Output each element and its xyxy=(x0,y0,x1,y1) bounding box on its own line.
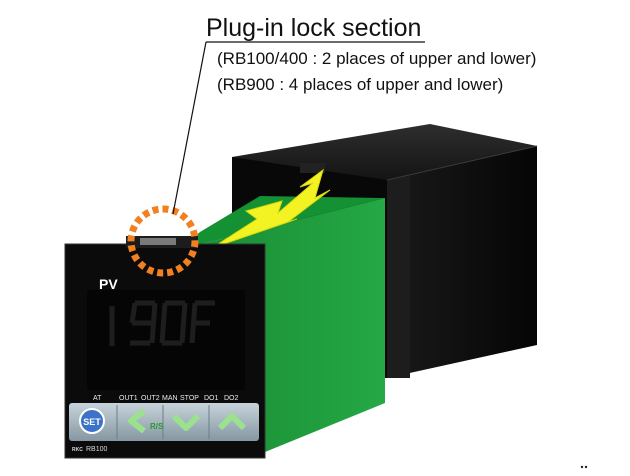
indicator-at: AT xyxy=(93,395,102,402)
down-key[interactable] xyxy=(171,413,201,431)
indicator-labels: AT OUT1 OUT2 MAN STOP DO1 DO2 xyxy=(93,395,239,402)
pv-display xyxy=(109,300,215,346)
callout-leader xyxy=(172,41,425,215)
indicator-do1: DO1 xyxy=(204,395,219,402)
model-label: RB100 xyxy=(86,446,108,453)
rs-key-label: R/S xyxy=(150,422,164,431)
callout-line-rb900: (RB900 : 4 places of upper and lower) xyxy=(217,75,504,94)
up-key[interactable] xyxy=(217,413,247,431)
chevron-left-icon xyxy=(128,408,146,434)
pv-label: PV xyxy=(99,276,118,292)
callout-title: Plug-in lock section xyxy=(206,14,422,42)
chevron-down-icon xyxy=(171,413,201,431)
set-key-label: SET xyxy=(83,417,101,427)
callout-line-rb100-400: (RB100/400 : 2 places of upper and lower… xyxy=(217,49,537,68)
corner-mark xyxy=(580,465,588,469)
rs-key[interactable]: R/S xyxy=(128,408,164,434)
key-row: SET R/S xyxy=(69,403,259,441)
indicator-out1: OUT1 xyxy=(119,395,138,402)
brand-logo: RKC xyxy=(72,447,83,453)
set-key[interactable]: SET xyxy=(79,408,105,434)
indicator-out2: OUT2 xyxy=(141,395,160,402)
lock-marker-circle xyxy=(127,205,199,277)
indicator-man: MAN xyxy=(162,395,178,402)
chevron-up-icon xyxy=(217,413,247,431)
indicator-do2: DO2 xyxy=(224,395,239,402)
indicator-stop: STOP xyxy=(180,395,199,402)
